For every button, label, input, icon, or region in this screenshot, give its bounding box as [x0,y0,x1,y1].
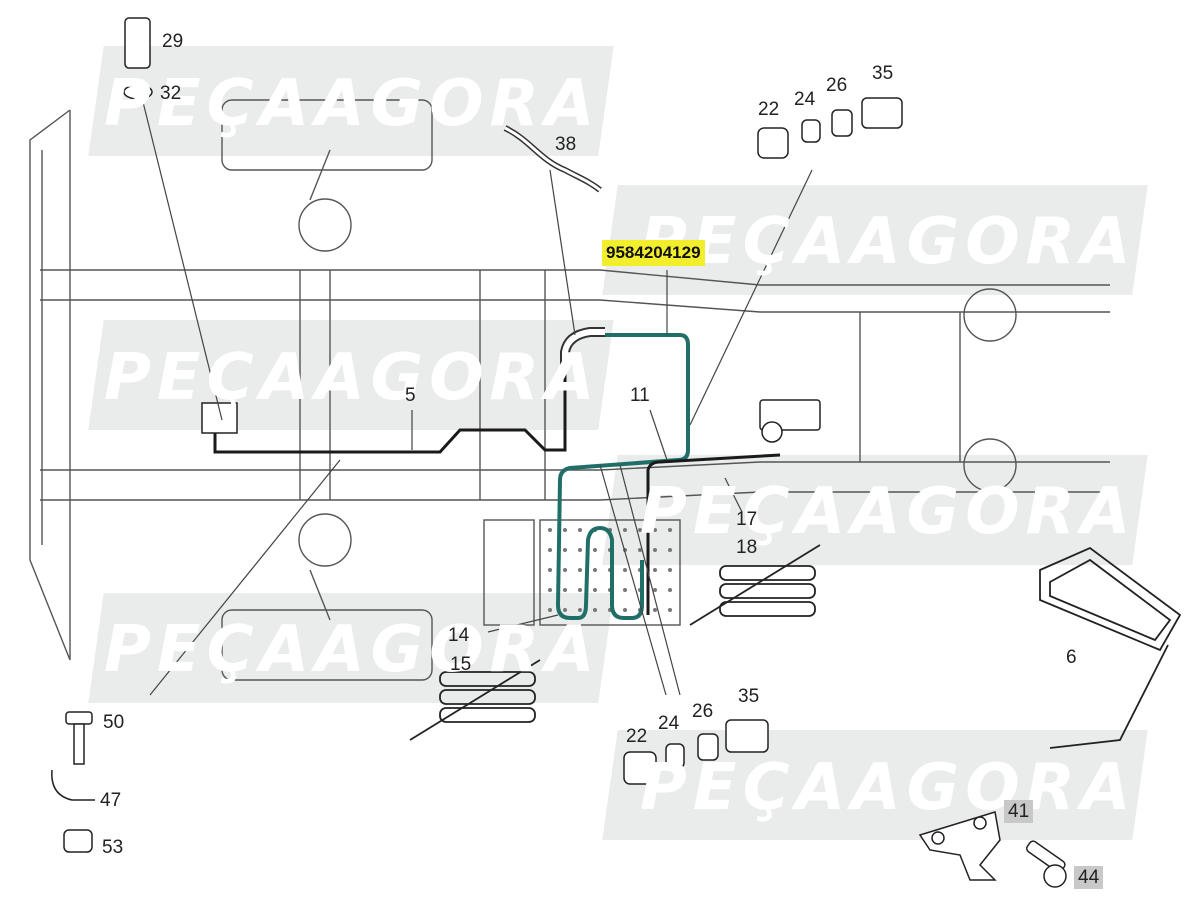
fasteners-left [51,711,95,853]
callout-18[interactable]: 18 [736,537,758,558]
callout-22-top[interactable]: 22 [758,99,780,120]
valve-block [201,402,238,434]
watermark-text-1: PEÇAAGORA [104,67,601,141]
callout-5[interactable]: 5 [405,385,416,406]
pipe-clamps [409,544,821,741]
leader-lines [141,97,813,696]
callout-22-bottom[interactable]: 22 [626,726,648,747]
coil-part-6 [1039,546,1182,749]
watermark-text-3: PEÇAAGORA [104,341,601,415]
chassis-frame [29,99,1110,681]
callout-41[interactable]: 41 [1004,800,1034,823]
callout-17[interactable]: 17 [736,509,758,530]
fitting-29-32 [123,17,153,100]
callout-6[interactable]: 6 [1066,647,1077,668]
callout-14[interactable]: 14 [448,625,470,646]
bolt-44 [1025,840,1067,888]
callout-35-top[interactable]: 35 [872,63,894,84]
callout-26-bottom[interactable]: 26 [692,701,714,722]
watermark-text-2: PEÇAAGORA [640,205,1137,279]
watermark-text-5: PEÇAAGORA [104,613,601,687]
callout-29[interactable]: 29 [162,31,184,52]
bracket-41 [918,811,1001,881]
callout-26-top[interactable]: 26 [826,75,848,96]
callout-24-bottom[interactable]: 24 [658,713,680,734]
callout-11[interactable]: 11 [630,385,650,406]
callout-44[interactable]: 44 [1074,866,1104,889]
part-number-highlight[interactable]: 9584204129 [602,240,705,266]
highlighted-brake-pipe [556,333,690,620]
fittings-bottom [623,719,769,785]
watermark-text-4: PEÇAAGORA [640,475,1137,549]
brake-pipes [213,360,781,615]
watermark-text-6: PEÇAAGORA [640,751,1137,825]
callout-53[interactable]: 53 [102,837,124,858]
callout-38[interactable]: 38 [555,134,577,155]
fittings-top [757,97,903,159]
brake-distributor [759,399,821,443]
callout-24-top[interactable]: 24 [794,89,816,110]
callout-35-bottom[interactable]: 35 [738,686,760,707]
callout-50[interactable]: 50 [103,712,125,733]
callout-32[interactable]: 32 [160,83,182,104]
callout-47[interactable]: 47 [100,790,122,811]
callout-15[interactable]: 15 [450,654,472,675]
